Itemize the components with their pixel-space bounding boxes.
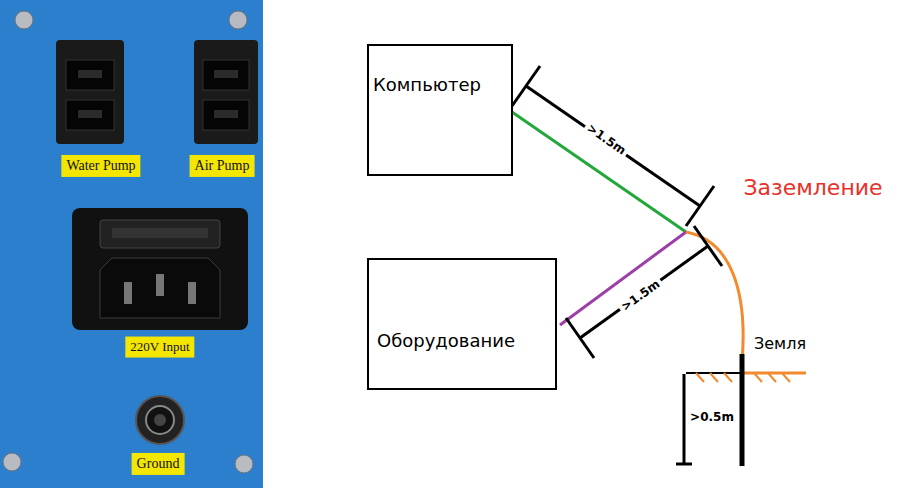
socket-sticker: Air Pump: [190, 155, 255, 177]
screws: [3, 11, 253, 473]
air-pump-socket: [194, 40, 258, 144]
computer-box: Компьютер: [367, 44, 513, 176]
box-label: Оборудование: [377, 330, 515, 351]
grounding-title: Заземление: [743, 175, 882, 200]
ground-wire: [686, 232, 743, 362]
ground-sticker: Ground: [132, 453, 185, 475]
equipment-box: Оборудование: [367, 258, 557, 390]
inlet-sticker: 220V Input: [125, 337, 194, 358]
water-pump-socket: [56, 40, 124, 144]
purple-wire: [560, 232, 686, 325]
ground-terminal: [136, 396, 184, 444]
box-label: Компьютер: [373, 74, 481, 95]
ground-symbol: [686, 354, 806, 466]
socket-sticker: Water Pump: [61, 155, 140, 177]
dimension-label: >1.5m: [582, 120, 631, 160]
earth-label: Земля: [754, 335, 806, 353]
panel: [0, 0, 263, 488]
power-inlet: [72, 208, 248, 330]
depth-label: >0.5m: [687, 411, 737, 425]
green-wire: [512, 112, 686, 232]
dimension-label: >1.5m: [617, 276, 666, 316]
